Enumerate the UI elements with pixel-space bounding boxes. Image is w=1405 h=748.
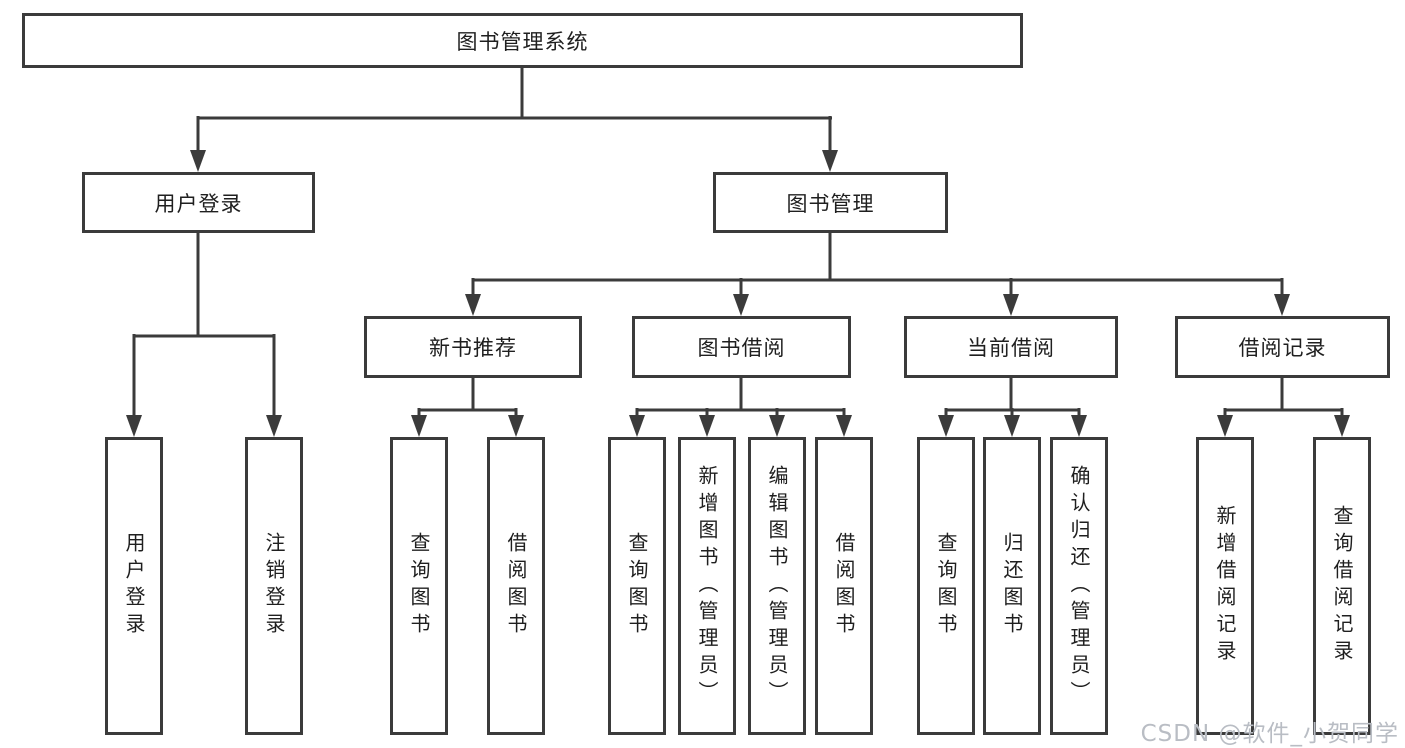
leaf-confirm-return-admin: 确认归还（管理员） — [1050, 437, 1108, 735]
leaf-label: 用户登录 — [122, 532, 146, 640]
connector-mgmt-to-level3 — [465, 231, 1290, 316]
connector-current-to-leaves — [938, 376, 1087, 437]
leaf-label: 归还图书 — [1000, 532, 1024, 640]
leaf-edit-books-admin: 编辑图书（管理员） — [748, 437, 806, 735]
leaf-label: 查询图书 — [407, 532, 431, 640]
leaf-add-borrow-record: 新增借阅记录 — [1196, 437, 1254, 735]
leaf-return-books: 归还图书 — [983, 437, 1041, 735]
connector-borrow-to-leaves — [629, 376, 852, 437]
leaf-label: 查询图书 — [934, 532, 958, 640]
connector-root-to-level2 — [190, 66, 838, 172]
node-label: 借阅记录 — [1238, 336, 1327, 360]
node-label: 用户登录 — [154, 191, 243, 216]
node-book-management: 图书管理 — [713, 172, 948, 233]
leaf-borrow-query-books: 查询图书 — [608, 437, 666, 735]
leaf-newbook-borrow-books: 借阅图书 — [487, 437, 545, 735]
connector-newbook-to-leaves — [411, 376, 524, 437]
leaf-label: 新增借阅记录 — [1213, 505, 1237, 667]
connector-login-to-leaves — [126, 231, 282, 437]
leaf-label: 查询图书 — [625, 532, 649, 640]
leaf-newbook-query-books: 查询图书 — [390, 437, 448, 735]
leaf-user-login: 用户登录 — [105, 437, 163, 735]
node-label: 图书管理系统 — [456, 29, 589, 54]
leaf-label: 确认归还（管理员） — [1067, 464, 1091, 708]
node-label: 当前借阅 — [967, 336, 1055, 360]
connector-records-to-leaves — [1217, 376, 1350, 437]
leaf-logout: 注销登录 — [245, 437, 303, 735]
csdn-watermark: CSDN @软件_小贺同学 — [1140, 721, 1399, 747]
leaf-label: 新增图书（管理员） — [695, 464, 719, 708]
node-label: 图书借阅 — [697, 336, 786, 360]
leaf-add-books-admin: 新增图书（管理员） — [678, 437, 736, 735]
leaf-label: 查询借阅记录 — [1330, 505, 1354, 667]
node-label: 新书推荐 — [429, 336, 517, 360]
node-book-borrow: 图书借阅 — [632, 316, 851, 378]
leaf-label: 借阅图书 — [832, 532, 856, 640]
leaf-label: 借阅图书 — [504, 532, 528, 640]
leaf-label: 编辑图书（管理员） — [765, 464, 789, 708]
node-current-borrow: 当前借阅 — [904, 316, 1118, 378]
node-library-system-root: 图书管理系统 — [22, 13, 1023, 68]
leaf-borrow-books: 借阅图书 — [815, 437, 873, 735]
leaf-current-query-books: 查询图书 — [917, 437, 975, 735]
leaf-query-borrow-record: 查询借阅记录 — [1313, 437, 1371, 735]
node-borrow-records: 借阅记录 — [1175, 316, 1390, 378]
node-label: 图书管理 — [786, 191, 875, 216]
node-new-book-recommend: 新书推荐 — [364, 316, 582, 378]
node-user-login: 用户登录 — [82, 172, 315, 233]
leaf-label: 注销登录 — [262, 532, 286, 640]
